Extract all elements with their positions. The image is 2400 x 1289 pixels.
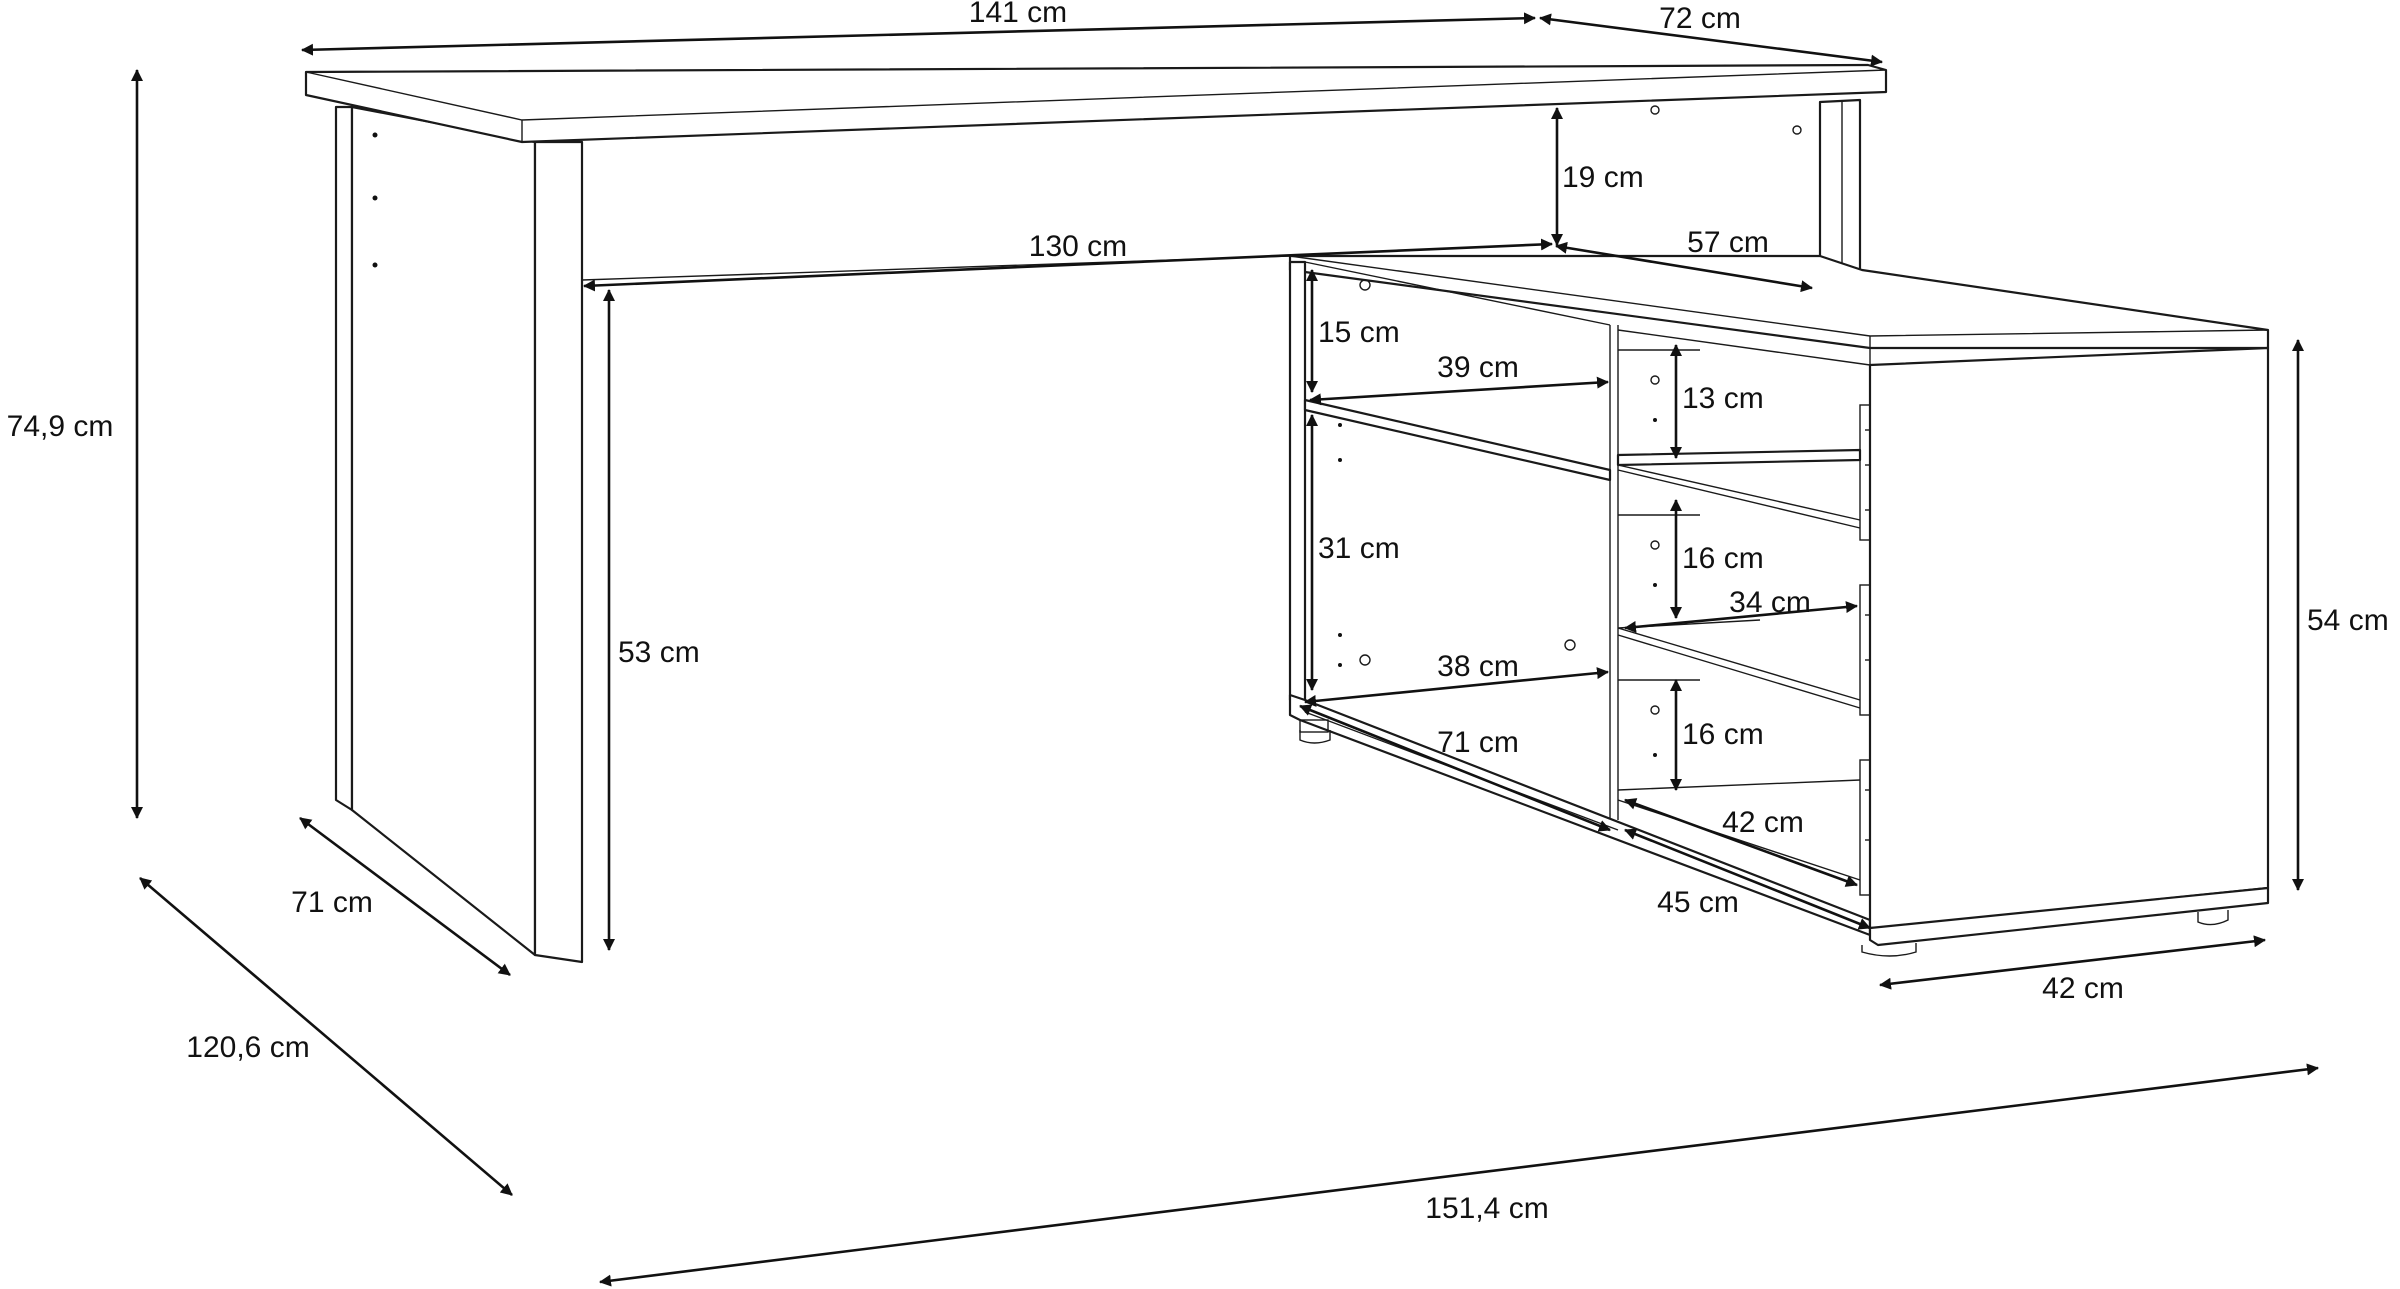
label-overall-width: 151,4 cm [1425, 1192, 1548, 1225]
label-leg-clearance: 53 cm [618, 636, 700, 669]
label-lower-opening-depth: 38 cm [1437, 650, 1519, 683]
label-cabinet-side-length: 71 cm [1437, 726, 1519, 759]
dimension-lines [131, 12, 2319, 1287]
label-drawer3-height: 16 cm [1682, 718, 1764, 751]
label-drawer1-height: 13 cm [1682, 382, 1764, 415]
label-upper-opening-depth: 39 cm [1437, 351, 1519, 384]
label-shelf-gap-height: 19 cm [1562, 161, 1644, 194]
label-overall-depth: 120,6 cm [186, 1031, 309, 1064]
label-overall-height: 74,9 cm [7, 410, 114, 443]
label-cabinet-width: 42 cm [2042, 972, 2124, 1005]
label-cabinet-depth: 45 cm [1657, 886, 1739, 919]
label-drawer2-height: 16 cm [1682, 542, 1764, 575]
label-return-depth: 57 cm [1687, 226, 1769, 259]
label-top-depth: 72 cm [1659, 2, 1741, 35]
label-inner-width: 130 cm [1029, 230, 1127, 263]
cabinet-top [1288, 254, 2270, 365]
label-lower-opening-height: 31 cm [1318, 532, 1400, 565]
label-leg-depth: 71 cm [291, 886, 373, 919]
desktop-top [304, 63, 1888, 144]
label-cabinet-height: 54 cm [2307, 604, 2389, 637]
left-leg-panel [334, 105, 584, 964]
desk-outline [304, 63, 2270, 964]
label-upper-opening-height: 15 cm [1318, 316, 1400, 349]
label-top-width: 141 cm [969, 0, 1067, 29]
dimension-labels: 141 cm 72 cm 74,9 cm 19 cm 130 cm 57 cm … [7, 0, 2389, 1225]
label-drawer-width: 42 cm [1722, 806, 1804, 839]
label-drawer-depth: 34 cm [1729, 586, 1811, 619]
